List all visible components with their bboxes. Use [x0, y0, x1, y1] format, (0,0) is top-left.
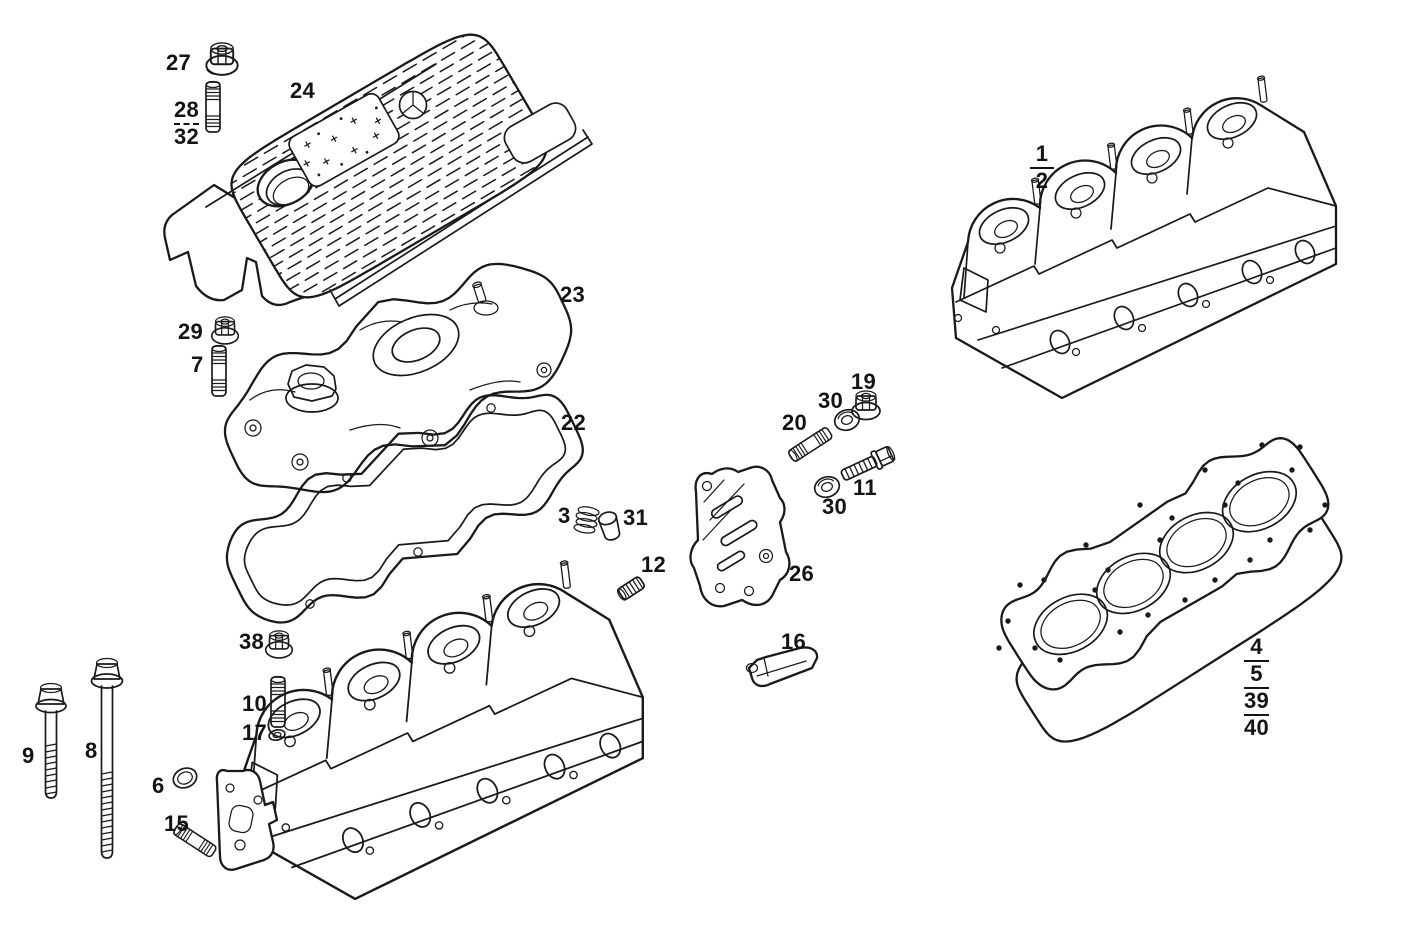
fraction-divider	[174, 123, 200, 125]
part-number: 28	[174, 97, 200, 122]
part-number: 2	[1035, 168, 1049, 193]
part-number: 30	[818, 388, 844, 413]
part-number: 31	[623, 505, 649, 530]
part-number: 3	[558, 503, 571, 528]
fraction-divider	[1244, 687, 1270, 689]
callout-38: 38	[239, 631, 264, 653]
part-number: 8	[85, 738, 98, 763]
cover-emblem-icon	[398, 90, 428, 120]
part-number: 10	[242, 691, 268, 716]
part-number: 24	[290, 78, 316, 103]
callout-23: 23	[560, 284, 585, 306]
cover-right-panel	[503, 102, 577, 164]
part-16-sealant-tube-drawing	[745, 646, 819, 688]
callout-19: 19	[851, 371, 876, 393]
valve-cover-hex-cap	[285, 364, 339, 413]
part-number: 29	[178, 319, 204, 344]
cylinder-bore-openings	[1033, 470, 1297, 656]
part-number: 15	[164, 811, 190, 836]
bare-cylinder-head-drawing	[215, 559, 645, 901]
callout-12: 12	[641, 554, 666, 576]
callout-26: 26	[789, 563, 814, 585]
part-number: 32	[174, 124, 200, 149]
callout-11: 11	[853, 477, 877, 499]
callout-20: 20	[782, 412, 807, 434]
callout-7: 7	[191, 354, 204, 376]
callout-24: 24	[290, 80, 315, 102]
part-number: 9	[22, 743, 35, 768]
part-31-cup-plug-icon	[597, 511, 621, 541]
part-4-5-39-40-head-gasket-drawing	[996, 437, 1343, 743]
callout-3: 3	[558, 505, 571, 527]
part-number: 40	[1244, 715, 1270, 740]
callout-22: 22	[561, 412, 586, 434]
part-3-spring-plug-icon	[573, 506, 600, 534]
part-number: 20	[782, 410, 808, 435]
callout-16: 16	[781, 631, 806, 653]
callout-17: 17	[242, 722, 267, 744]
part-12-threaded-plug-icon	[616, 576, 646, 601]
part-number: 26	[789, 561, 815, 586]
callout-8: 8	[85, 740, 98, 762]
callout-31: 31	[623, 507, 648, 529]
part-24-engine-cover-drawing	[163, 33, 593, 307]
part-27-cap-nut-icon	[205, 41, 239, 77]
callout-30-upper: 30	[818, 390, 843, 412]
part-8-bolt-icon	[90, 657, 124, 859]
cover-badge	[288, 92, 400, 188]
head-end-mount-plate	[215, 768, 279, 871]
part-number: 5	[1250, 661, 1263, 686]
part-26-bracket-drawing	[689, 465, 791, 608]
oil-filler-recess	[256, 158, 316, 208]
callout-15: 15	[164, 813, 189, 835]
part-number: 19	[851, 369, 877, 394]
part-17-seal-ring-icon	[268, 728, 286, 742]
part-number: 27	[166, 50, 192, 75]
valve-cover-stud	[472, 281, 499, 316]
callout-27: 27	[166, 52, 191, 74]
part-number: 4	[1250, 634, 1263, 659]
fraction-divider	[1244, 660, 1270, 662]
part-number: 1	[1035, 141, 1049, 166]
part-number: 12	[641, 552, 667, 577]
part-6-seal-ring-icon	[172, 767, 198, 789]
part-number: 17	[242, 720, 268, 745]
part-22-cover-gasket-drawing	[225, 393, 584, 624]
gasket-bolt-holes	[996, 442, 1328, 663]
part-number: 16	[781, 629, 807, 654]
part-11-bolt-icon	[840, 446, 896, 481]
callout-9: 9	[22, 745, 35, 767]
part-number: 6	[152, 773, 165, 798]
part-number: 22	[561, 410, 587, 435]
part-number: 7	[191, 352, 204, 377]
part-number: 39	[1244, 688, 1270, 713]
part-number: 11	[853, 475, 877, 500]
callout-29: 29	[178, 321, 203, 343]
callout-10: 10	[242, 693, 267, 715]
part-23-valve-cover-drawing	[223, 262, 573, 494]
part-number: 23	[560, 282, 586, 307]
part-number: 30	[822, 494, 848, 519]
callout-6: 6	[152, 775, 165, 797]
part-9-bolt-icon	[35, 682, 67, 799]
fraction-divider	[1244, 714, 1270, 716]
fraction-divider	[1030, 167, 1054, 169]
callout-30-lower: 30	[822, 496, 847, 518]
part-number: 38	[239, 629, 265, 654]
